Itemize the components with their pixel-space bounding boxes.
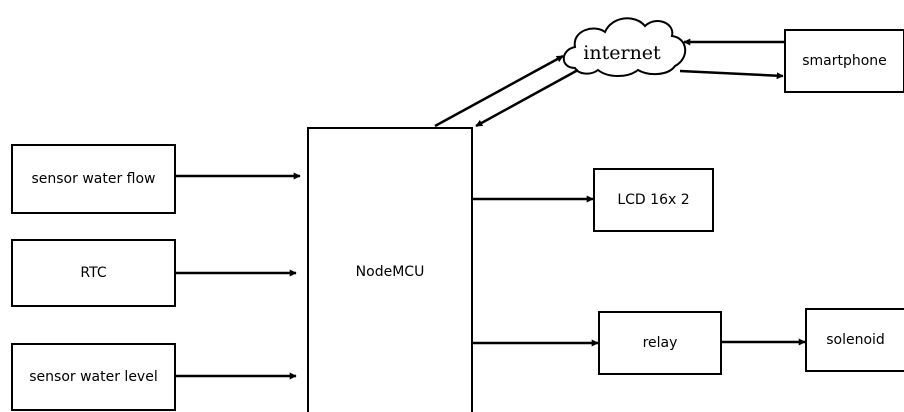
smartphone-node: smartphone xyxy=(784,29,904,93)
sensor-water-level-label: sensor water level xyxy=(29,369,157,385)
lcd-label: LCD 16x 2 xyxy=(617,192,689,208)
rtc-label: RTC xyxy=(80,265,106,281)
internet-label: internet xyxy=(583,42,661,64)
relay-node: relay xyxy=(598,311,722,375)
lcd-node: LCD 16x 2 xyxy=(593,168,714,232)
sensor-water-flow-node: sensor water flow xyxy=(11,144,176,214)
internet-node: internet xyxy=(562,17,687,77)
nodemcu-label: NodeMCU xyxy=(356,264,425,280)
rtc-node: RTC xyxy=(11,239,176,307)
nodemcu-node: NodeMCU xyxy=(307,127,473,412)
smartphone-label: smartphone xyxy=(802,53,887,69)
relay-label: relay xyxy=(643,335,678,351)
solenoid-label: solenoid xyxy=(826,332,885,348)
arrow-internet-to-nodemcu xyxy=(475,68,579,128)
cloud-icon xyxy=(562,17,687,77)
sensor-water-level-node: sensor water level xyxy=(11,343,176,411)
arrow-nodemcu-to-internet xyxy=(434,54,564,128)
arrow-internet-to-smartphone xyxy=(679,69,784,80)
solenoid-node: solenoid xyxy=(805,308,904,372)
sensor-water-flow-label: sensor water flow xyxy=(31,171,155,187)
